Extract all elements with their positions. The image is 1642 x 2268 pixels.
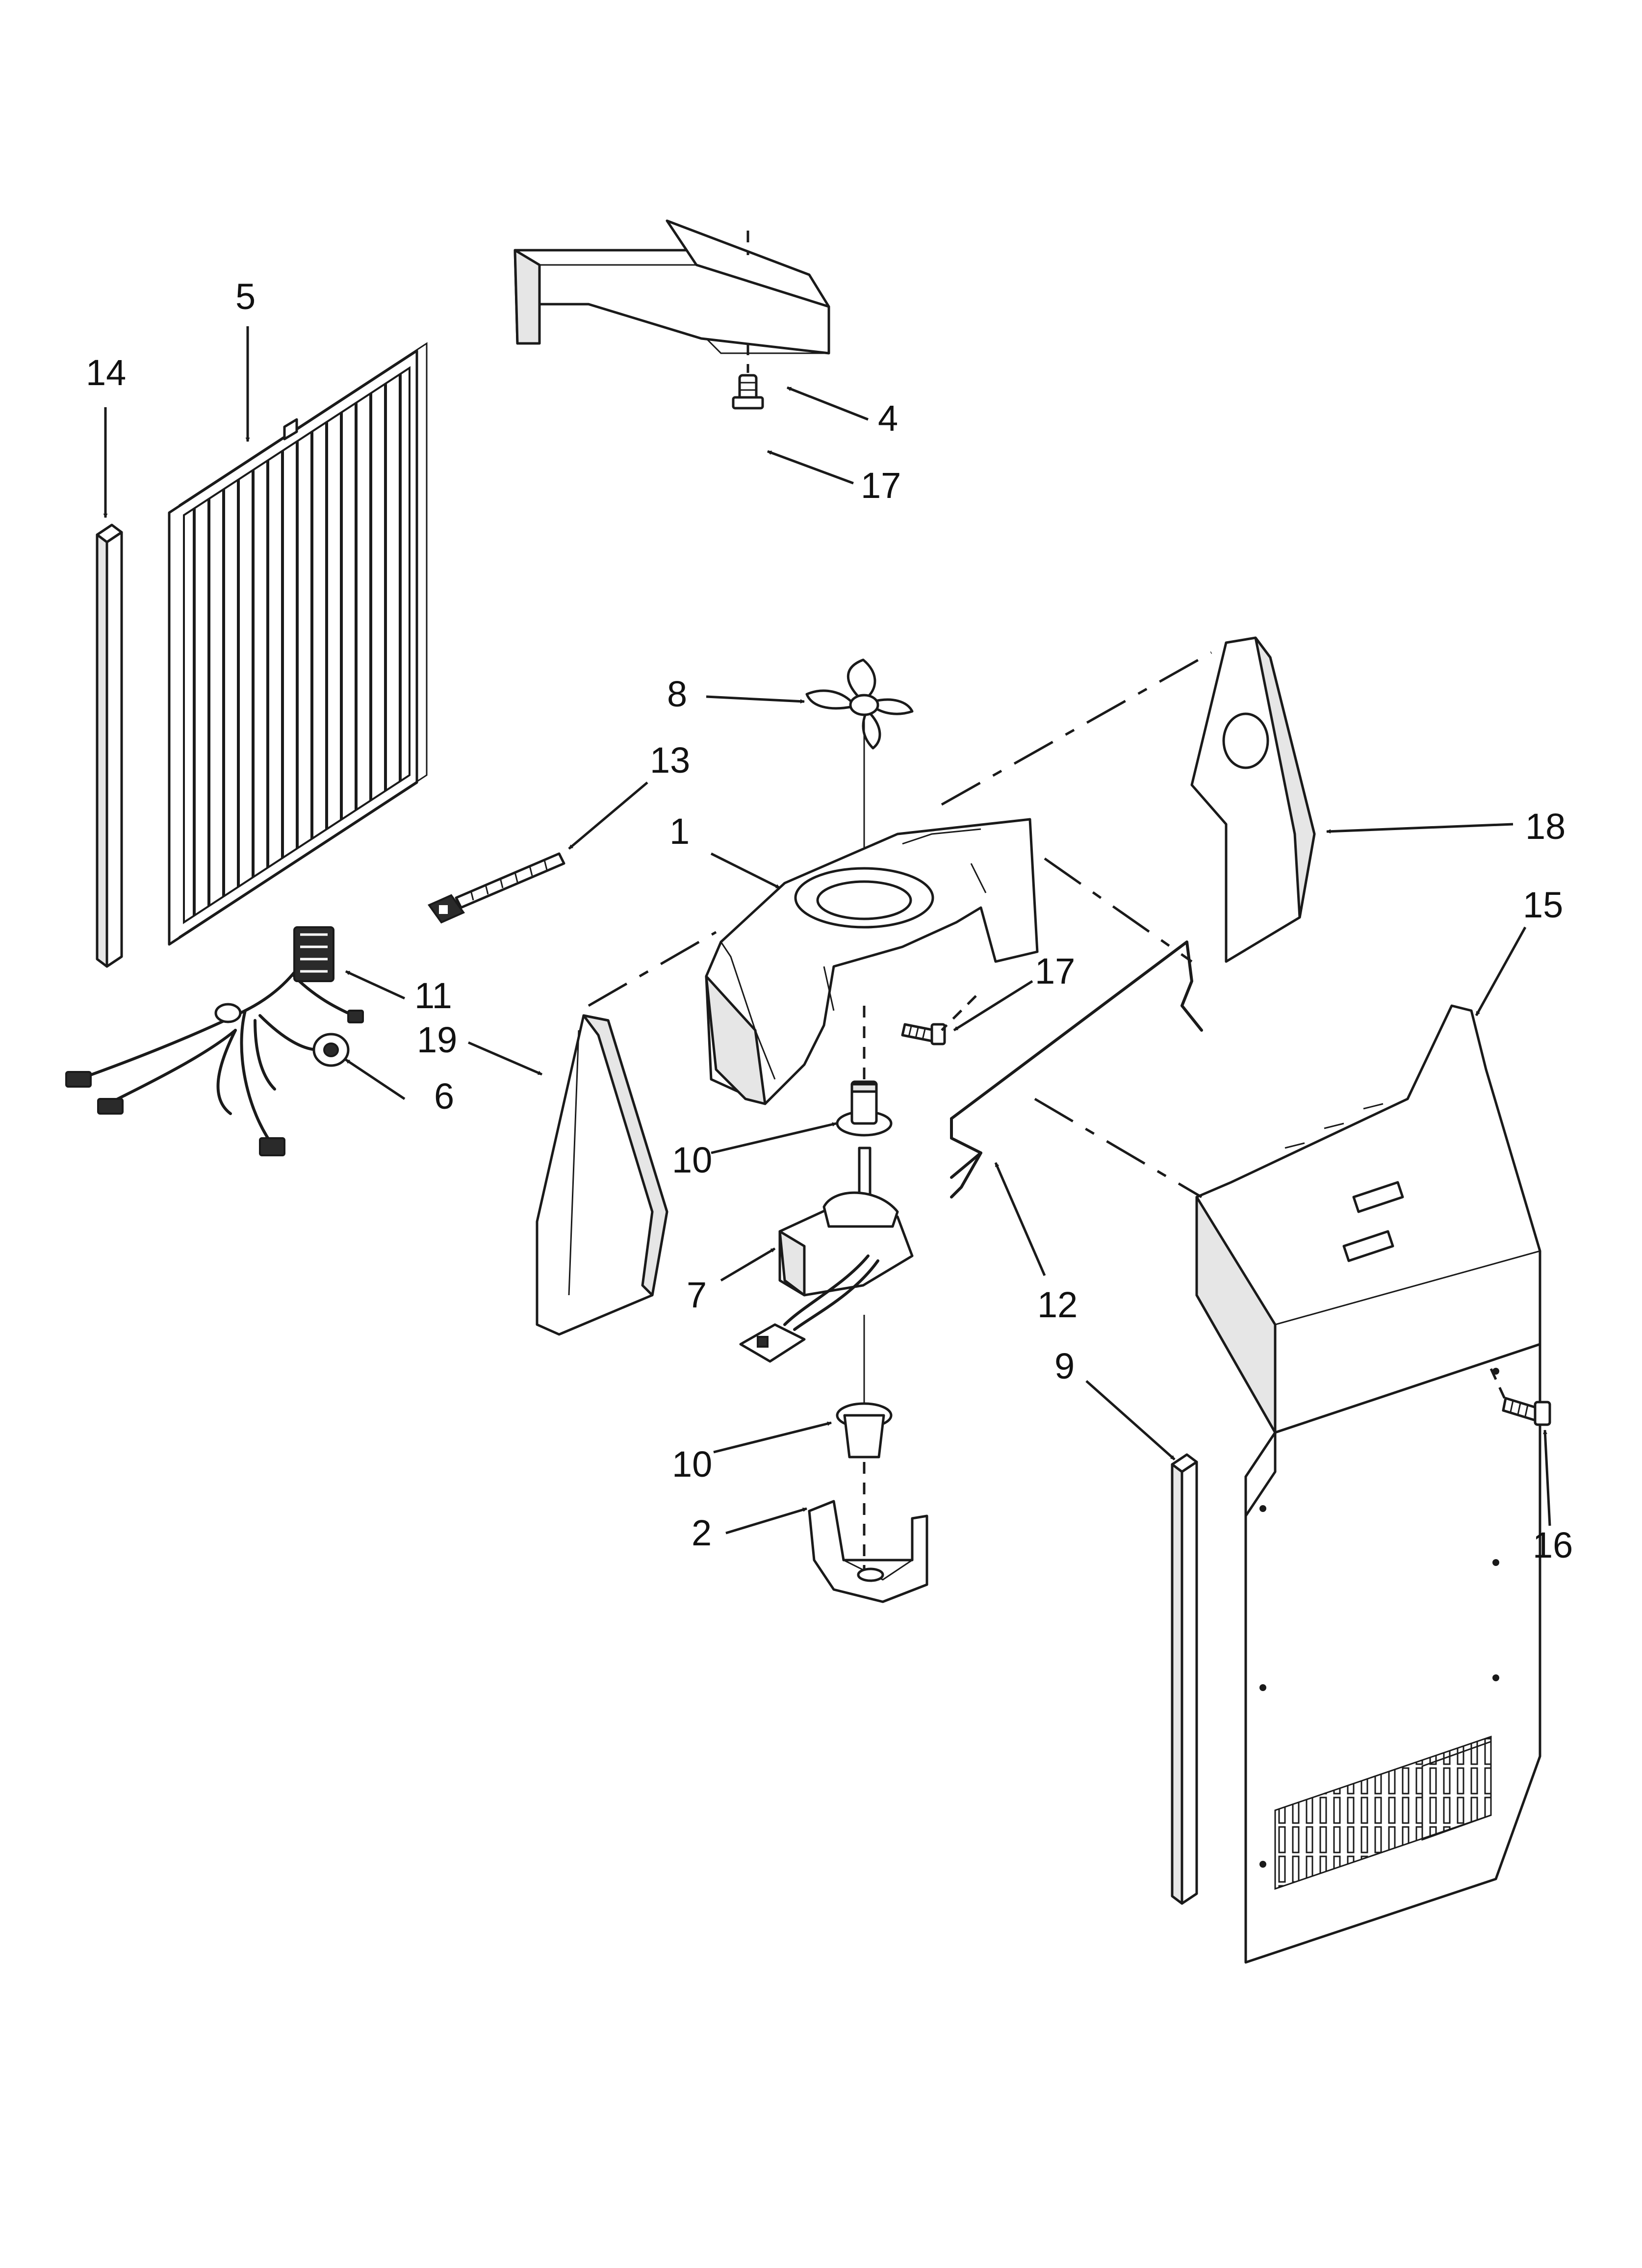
callout-17-side: 17 [1035,951,1075,991]
part-10-bushing-lower [836,1402,893,1459]
part-15-rear-panel-lower [1244,1343,1541,1964]
callout-11: 11 [414,975,452,1016]
leader-lines [103,326,1551,1535]
part-1-fan-shroud [705,818,1039,1105]
callout-2: 2 [692,1512,712,1553]
callout-8: 8 [667,674,687,714]
callout-19: 19 [417,1019,457,1060]
alignment-line-12 [1044,857,1193,963]
callout-14: 14 [86,352,126,393]
callout-10-lower: 10 [672,1444,712,1485]
callout-15: 15 [1523,885,1563,925]
callout-5: 5 [235,276,256,317]
part-14-seal-strip [96,523,123,968]
alignment-line-screw-17 [941,995,977,1031]
callout-10-upper: 10 [672,1140,712,1180]
part-12-wire-bracket [950,940,1203,1199]
callout-17-top: 17 [861,465,901,506]
callout-6: 6 [434,1076,454,1117]
part-11-wire-harness [65,926,364,1156]
callout-7: 7 [687,1275,707,1315]
part-9-seal-strip [1171,1453,1198,1905]
part-5-evaporator-grille [168,342,428,946]
alignment-line-screw-16 [1489,1368,1507,1402]
callout-1: 1 [669,811,690,852]
part-8-fan-blade [805,658,914,903]
part-17-screw-side [901,1023,946,1045]
part-4-duct-cover [513,219,830,373]
part-19-left-baffle [536,1014,668,1336]
part-6-grommet [312,1033,350,1067]
callout-16: 16 [1533,1525,1573,1565]
part-2-motor-bracket [808,1462,928,1603]
callout-4: 4 [878,398,898,439]
part-17-screw-top [732,374,764,410]
part-10-bushing-upper [836,1080,893,1137]
part-18-right-baffle [1190,636,1316,963]
callout-13: 13 [650,740,690,781]
part-13-cable-tie [427,852,565,924]
part-7-fan-motor [739,1147,914,1413]
alignment-line-19 [588,931,717,1007]
callout-9: 9 [1054,1346,1075,1386]
alignment-line-15 [1034,1097,1203,1199]
callout-18: 18 [1525,806,1565,847]
part-16-screw [1502,1397,1551,1426]
callout-12: 12 [1037,1284,1078,1325]
alignment-line-18 [941,651,1212,806]
part-15-rear-panel [1195,1004,1541,1434]
